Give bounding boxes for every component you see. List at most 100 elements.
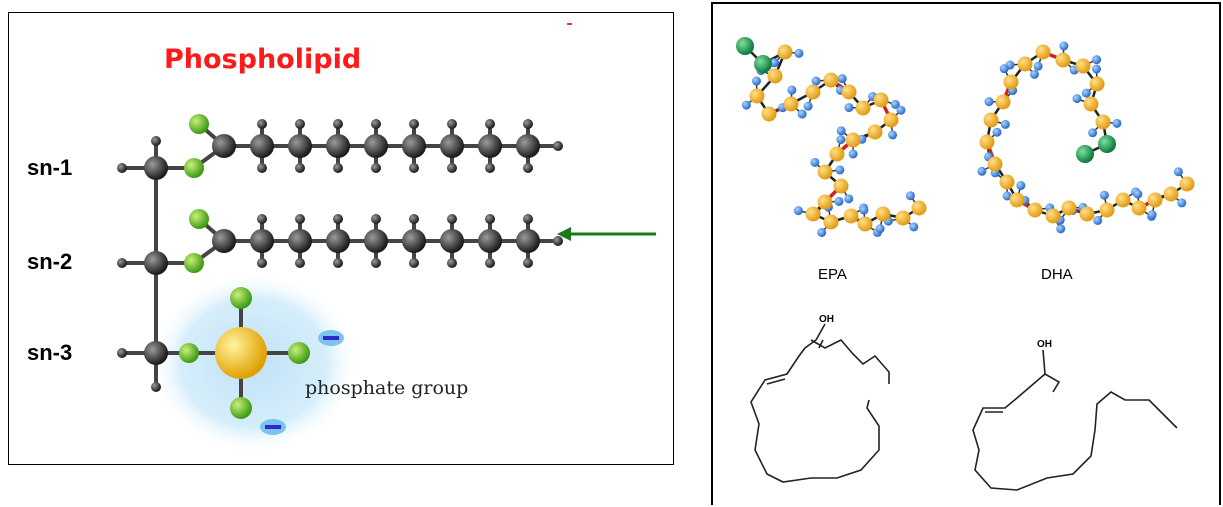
oxygen-atom <box>736 37 754 55</box>
hydrogen-atom <box>770 58 780 68</box>
carbon-atom <box>823 72 839 88</box>
carbon-atom <box>1055 52 1071 68</box>
hydrogen-atom <box>844 103 854 113</box>
carbon-atom <box>857 216 873 232</box>
carbon <box>478 134 502 158</box>
hydrogen <box>257 119 267 129</box>
hydrogen-atom <box>1002 191 1012 201</box>
carbon-atom <box>1179 176 1195 192</box>
hydrogen <box>295 119 305 129</box>
hydrogen-atom <box>741 100 751 110</box>
carbonyl-oxygen <box>189 209 209 229</box>
hydrogen-atom <box>977 166 987 176</box>
carbon-atom <box>817 164 833 180</box>
hydrogen <box>523 214 533 224</box>
carbon-atom <box>805 84 821 100</box>
epa-oh-label: OH <box>819 314 834 325</box>
carbon <box>250 229 274 253</box>
hydrogen-atom <box>1091 64 1101 74</box>
hydrogen-atom <box>1033 61 1043 71</box>
backbone-carbon <box>144 341 168 365</box>
dha-ball-model <box>977 41 1195 234</box>
phospholipid-diagram: Phospholipid sn-1 sn-2 sn-3 phosphate gr… <box>27 23 656 455</box>
phosphate-oxygen-top <box>230 287 252 309</box>
hydrogen <box>409 163 419 173</box>
stray-mark <box>567 23 572 25</box>
hydrogen-atom <box>1112 118 1122 128</box>
carbon <box>250 134 274 158</box>
phosphate-oxygen-bottom <box>230 397 252 419</box>
fatty-acids-diagram: EPA DHA OH OH <box>736 37 1195 491</box>
carbon-atom <box>1079 206 1095 222</box>
hydrogen-atom <box>905 191 915 201</box>
phospholipid-title: Phospholipid <box>164 44 361 75</box>
oxygen-atom <box>754 55 772 73</box>
hydrogen-atom <box>1056 224 1066 234</box>
hydrogen <box>295 258 305 268</box>
hydrogen-atom <box>875 224 885 234</box>
fatty-acids-panel: EPA DHA OH OH <box>711 2 1221 505</box>
sn1-label: sn-1 <box>27 155 72 180</box>
hydrogen-atom <box>1147 210 1157 220</box>
hydrogen-atom <box>896 105 906 115</box>
hydrogen-atom <box>999 64 1009 74</box>
carbon <box>326 229 350 253</box>
carbon-atom <box>841 84 857 100</box>
hydrogen <box>523 258 533 268</box>
carbon-atom <box>843 208 859 224</box>
hydrogen <box>295 163 305 173</box>
hydrogen <box>295 214 305 224</box>
hydrogen-atom <box>1059 41 1069 51</box>
atoms <box>117 114 563 419</box>
hydrogen-atom <box>810 157 820 167</box>
carbon-atom <box>1009 192 1025 208</box>
carbon-atom <box>817 194 833 210</box>
dha-oh-label: OH <box>1037 339 1052 350</box>
hydrogen-atom <box>1093 215 1103 225</box>
carbon-atom <box>855 100 871 116</box>
hydrogen <box>117 348 127 358</box>
hydrogen <box>333 163 343 173</box>
carbon-atom <box>783 96 799 112</box>
ester-oxygen <box>184 253 204 273</box>
hydrogen <box>409 258 419 268</box>
hydrogen <box>257 258 267 268</box>
hydrogen-atom <box>803 101 813 111</box>
backbone-carbon <box>144 156 168 180</box>
hydrogen-atom <box>1000 119 1010 129</box>
carbon-atom <box>1131 200 1147 216</box>
carbonyl-oxygen <box>189 114 209 134</box>
hydrogen <box>333 214 343 224</box>
carbon-atom <box>845 132 861 148</box>
hydrogen <box>447 214 457 224</box>
hydrogen-atom <box>888 130 898 140</box>
oxygen-atom <box>1076 145 1094 163</box>
carbon-atom <box>1003 74 1019 90</box>
hydrogen <box>257 163 267 173</box>
carbon <box>212 229 236 253</box>
hydrogen <box>257 214 267 224</box>
hydrogen <box>553 236 563 246</box>
carbon <box>516 229 540 253</box>
hydrogen-atom <box>834 196 844 206</box>
hydrogen <box>523 119 533 129</box>
carbon-atom <box>1027 202 1043 218</box>
carbon <box>364 229 388 253</box>
carbon-atom <box>833 178 849 194</box>
hydrogen-atom <box>848 149 858 159</box>
hydrogen-atom <box>1099 190 1109 200</box>
hydrogen-atom <box>817 227 827 237</box>
phospholipid-panel: Phospholipid sn-1 sn-2 sn-3 phosphate gr… <box>8 12 674 465</box>
hydrogen <box>371 258 381 268</box>
ester-oxygen <box>184 158 204 178</box>
carbon <box>402 134 426 158</box>
hydrogen-atom <box>835 165 845 175</box>
carbon-atom <box>805 206 821 222</box>
carbon-atom <box>995 94 1011 110</box>
sn3-label: sn-3 <box>27 340 72 365</box>
carbon-atom <box>1017 56 1033 72</box>
epa-skeletal-structure <box>750 323 890 483</box>
hydrogen-atom <box>844 194 854 204</box>
carbon-atom <box>1045 208 1061 224</box>
carbon-atom <box>829 146 845 162</box>
